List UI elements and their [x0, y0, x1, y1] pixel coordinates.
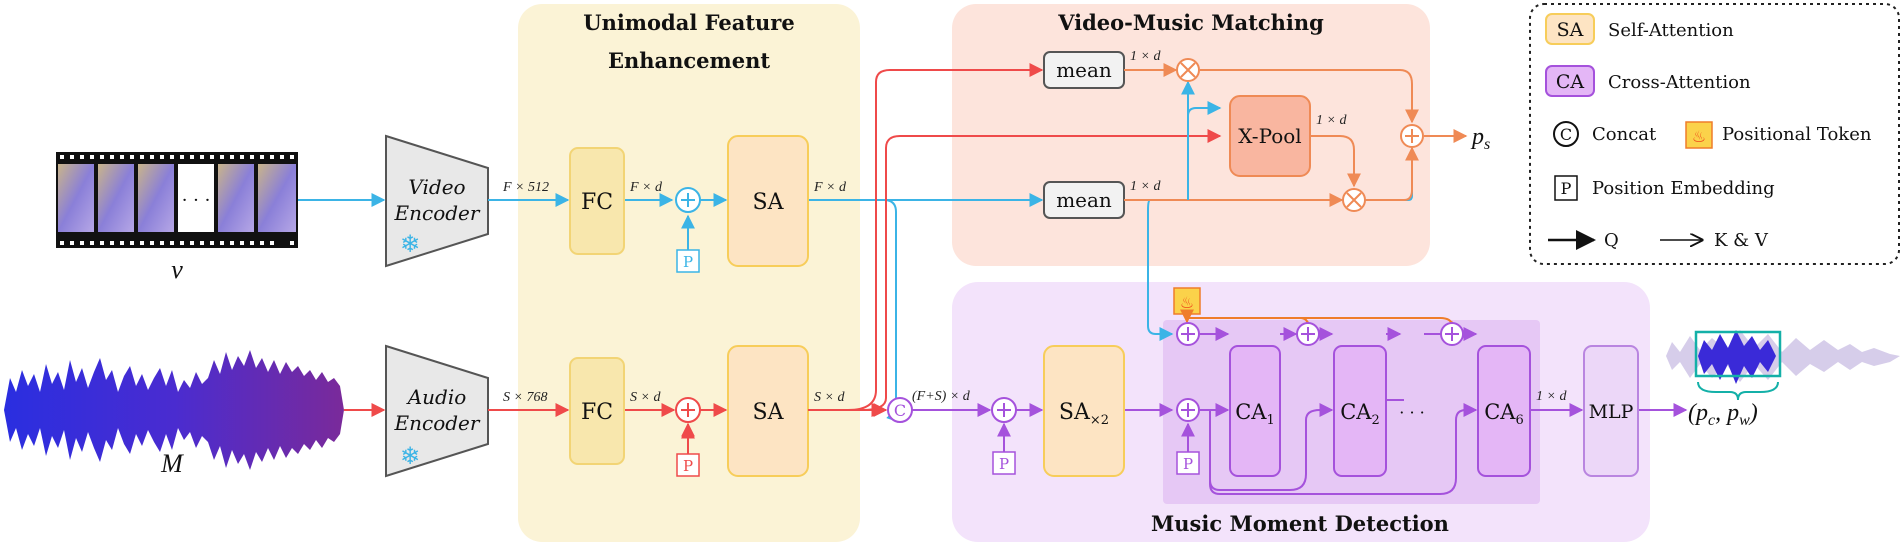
audio-sa-label: SA: [753, 400, 785, 425]
legend-positional-token-text: Positional Token: [1722, 124, 1872, 145]
detection-position-embedding: [992, 451, 1016, 475]
mlp-label: MLP: [1589, 401, 1634, 423]
legend-kv-text: K & V: [1714, 230, 1769, 251]
video-encoder-label-1: Video: [408, 175, 465, 199]
legend-concat-text: Concat: [1592, 124, 1657, 145]
ca2-block: [1333, 345, 1387, 477]
audio-fc-label: FC: [581, 400, 613, 425]
unimodal-title-line2: Enhancement: [608, 48, 770, 73]
legend-sa-swatch-label: SA: [1557, 19, 1584, 41]
dim-audio-encoder-out: S × 768: [503, 390, 547, 405]
output-waveform: [1666, 330, 1900, 382]
video-fc-block: [569, 147, 625, 255]
ca1-block: [1229, 345, 1281, 477]
xpool-label: X-Pool: [1238, 124, 1301, 148]
detection-position-embedding-label: P: [999, 455, 1009, 473]
audio-encoder-label-1: Audio: [406, 385, 467, 409]
ca1-label: CA1: [1235, 400, 1275, 428]
dim-audio-sa-out: S × d: [814, 390, 845, 405]
mlp-block: [1583, 345, 1639, 477]
matching-title: Video-Music Matching: [1057, 10, 1324, 35]
unimodal-title-line1: Unimodal Feature: [583, 10, 795, 35]
output-pcpw: (pc, pw): [1688, 400, 1758, 429]
dim-video-sa-out: F × d: [813, 180, 847, 195]
music-waveform: [4, 350, 344, 470]
legend-concat-symbol-label: C: [1560, 125, 1572, 144]
video-frames-strip: [56, 152, 298, 248]
audio-position-embedding-label: P: [683, 457, 693, 475]
dim-ca6-out: 1 × d: [1536, 389, 1567, 404]
dim-mean-bottom-out: 1 × d: [1130, 179, 1161, 194]
video-input-symbol: v: [171, 255, 183, 284]
video-encoder-frozen-icon: ❄: [400, 230, 420, 258]
mean-top-label: mean: [1056, 58, 1112, 82]
legend-ca-swatch-label: CA: [1556, 71, 1585, 93]
sa-x2-block: [1043, 345, 1125, 477]
video-encoder-label-2: Encoder: [394, 201, 481, 225]
legend-position-embedding-text: Position Embedding: [1592, 178, 1775, 199]
ca6-label: CA6: [1484, 400, 1524, 428]
legend-positional-token-swatch: [1685, 121, 1713, 149]
audio-encoder: [385, 344, 489, 478]
sa-x2-label: SA×2: [1059, 400, 1109, 428]
music-input-symbol: M: [160, 449, 184, 478]
legend-q-text: Q: [1604, 230, 1619, 251]
audio-fc-block: [569, 357, 625, 465]
dim-xpool-out: 1 × d: [1316, 113, 1347, 128]
ca6-block: [1477, 345, 1531, 477]
ca-position-embedding: [1176, 451, 1200, 475]
ca2-label: CA2: [1340, 400, 1380, 428]
video-fc-label: FC: [581, 190, 613, 215]
legend-fire-icon: ♨: [1692, 127, 1706, 146]
legend-position-embedding-swatch: [1554, 175, 1578, 201]
dim-video-fc-out: F × d: [629, 180, 663, 195]
video-sa-block: [727, 135, 809, 267]
concat-node-label: C: [894, 401, 906, 420]
frames-ellipsis: · · ·: [182, 190, 211, 211]
ca-ellipsis: · · ·: [1399, 403, 1424, 422]
video-position-embedding: [676, 249, 700, 273]
legend-sa-text: Self-Attention: [1608, 20, 1734, 41]
mean-bottom-label: mean: [1056, 188, 1112, 212]
video-sa-label: SA: [753, 190, 785, 215]
audio-encoder-label-2: Encoder: [394, 411, 481, 435]
legend-position-embedding-swatch-label: P: [1561, 179, 1572, 198]
output-brace: [1697, 381, 1779, 401]
dim-audio-fc-out: S × d: [630, 390, 661, 405]
dim-mean-top-out: 1 × d: [1130, 49, 1161, 64]
dim-video-encoder-out: F × 512: [502, 180, 549, 195]
legend-ca-text: Cross-Attention: [1608, 72, 1751, 93]
output-ps: ps: [1470, 124, 1490, 153]
audio-encoder-frozen-icon: ❄: [400, 442, 420, 470]
dim-concat-out: (F+S) × d: [912, 389, 971, 404]
legend-box: [1529, 3, 1900, 265]
video-encoder: [385, 134, 489, 268]
video-position-embedding-label: P: [683, 253, 693, 271]
output-highlight-box: [1694, 330, 1782, 378]
ca-position-embedding-label: P: [1183, 455, 1193, 473]
legend-ca-swatch: [1545, 65, 1595, 97]
legend-concat-symbol: [1553, 121, 1579, 147]
detection-title: Music Moment Detection: [1151, 511, 1449, 536]
legend-sa-swatch: [1545, 13, 1595, 45]
positional-token-fire-icon: ♨: [1180, 293, 1194, 312]
output-highlight-waveform: [1698, 330, 1776, 384]
